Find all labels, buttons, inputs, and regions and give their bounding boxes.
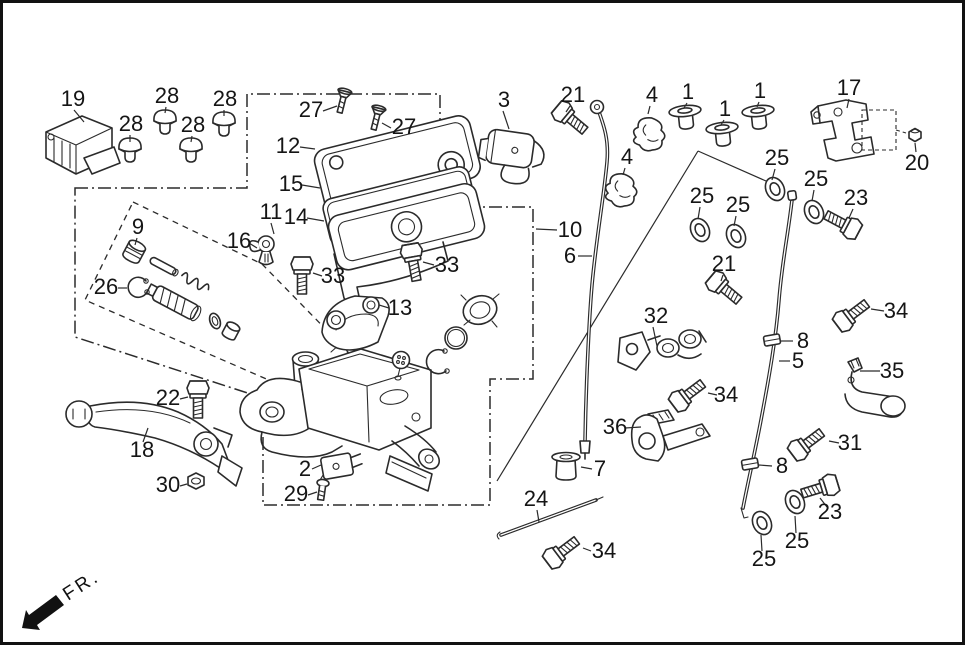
callout-36: 36 (603, 414, 627, 439)
callout-9: 9 (132, 214, 144, 239)
part-31-bolt (784, 422, 830, 465)
part-32-cable-stay (617, 329, 707, 371)
part-23-bolts (798, 204, 865, 505)
part-29-screw (316, 478, 330, 502)
callout-7: 7 (594, 456, 606, 481)
part-19-switch-unit (45, 115, 121, 175)
callout-28b: 28 (155, 83, 179, 108)
callout-1a: 1 (682, 79, 694, 104)
callout-5: 5 (792, 348, 804, 373)
callout-4a: 4 (646, 82, 658, 107)
master-cylinder-body (239, 343, 441, 492)
part-20-nut (908, 127, 922, 143)
part-26-snap-ring (127, 276, 150, 299)
callout-25f: 25 (752, 546, 776, 571)
callout-27b: 27 (392, 114, 416, 139)
callout-14: 14 (284, 204, 308, 229)
callout-17: 17 (837, 75, 861, 100)
callout-34b: 34 (714, 382, 738, 407)
callout-12: 12 (276, 133, 300, 158)
callout-30: 30 (156, 472, 180, 497)
callout-11: 11 (260, 199, 283, 224)
part-24-rod (496, 496, 604, 540)
callout-6: 6 (564, 243, 576, 268)
part-2-stop-switch (317, 452, 363, 485)
callout-23a: 23 (844, 185, 868, 210)
part-30-pivot-nut (187, 472, 205, 490)
callout-18: 18 (130, 437, 154, 462)
callout-33b: 33 (435, 252, 459, 277)
fr-arrow-icon (22, 595, 64, 630)
callout-31: 31 (838, 430, 862, 455)
callout-25e: 25 (785, 528, 809, 553)
callout-33a: 33 (321, 263, 345, 288)
part-35-hose-guide (844, 357, 906, 418)
callout-23b: 23 (818, 499, 842, 524)
callout-28d: 28 (213, 86, 237, 111)
callout-3: 3 (498, 87, 510, 112)
piston-kit (122, 239, 241, 341)
callout-27a: 27 (299, 97, 323, 122)
callout-15: 15 (279, 171, 303, 196)
callout-34c: 34 (592, 538, 616, 563)
callout-28a: 28 (119, 111, 143, 136)
part-18-brake-lever (65, 400, 243, 487)
leader-lines (73, 98, 917, 552)
part-13-holder-clamp (321, 295, 390, 351)
callout-26: 26 (94, 274, 118, 299)
callout-4b: 4 (621, 144, 633, 169)
callout-1b: 1 (719, 96, 731, 121)
callout-22: 22 (156, 385, 180, 410)
callout-8a: 8 (797, 328, 809, 353)
callout-13: 13 (388, 295, 412, 320)
callout-19: 19 (61, 86, 85, 111)
callout-2: 2 (299, 456, 311, 481)
callout-25c: 25 (726, 192, 750, 217)
part-17-bracket (810, 99, 907, 162)
fr-label: FR. (59, 566, 104, 605)
callout-34a: 34 (884, 298, 908, 323)
callout-35: 35 (880, 358, 904, 383)
part-3-hose-clamp (477, 128, 545, 185)
callout-labels: 19 28 28 28 28 27 27 12 15 14 3 21 4 4 1… (61, 75, 929, 571)
callout-24: 24 (524, 486, 548, 511)
callout-32: 32 (644, 303, 668, 328)
sight-glass-set (391, 293, 500, 381)
callout-25d: 25 (804, 166, 828, 191)
callout-1c: 1 (754, 78, 766, 103)
part-11-16-joint (248, 235, 275, 266)
part-36-bracket (630, 409, 711, 462)
callout-29: 29 (284, 481, 308, 506)
callout-25b: 25 (690, 183, 714, 208)
part-7-boot (551, 451, 581, 481)
callout-21a: 21 (561, 82, 585, 107)
callout-10: 10 (558, 217, 582, 242)
callout-16: 16 (227, 228, 251, 253)
part-22-pivot-bolt (186, 380, 210, 419)
callout-20: 20 (905, 150, 929, 175)
callout-8b: 8 (776, 453, 788, 478)
part-25-washers (685, 173, 829, 539)
callout-21b: 21 (712, 251, 736, 276)
part-8-cable-clips (740, 333, 782, 471)
hose-mount-reference-lines (496, 150, 767, 482)
part-6-brake-hose (579, 99, 610, 460)
callout-25a: 25 (765, 145, 789, 170)
callout-28c: 28 (181, 112, 205, 137)
fr-direction-indicator: FR. (22, 566, 104, 630)
part-27-screws (336, 87, 387, 131)
part-4-clips (601, 114, 669, 211)
